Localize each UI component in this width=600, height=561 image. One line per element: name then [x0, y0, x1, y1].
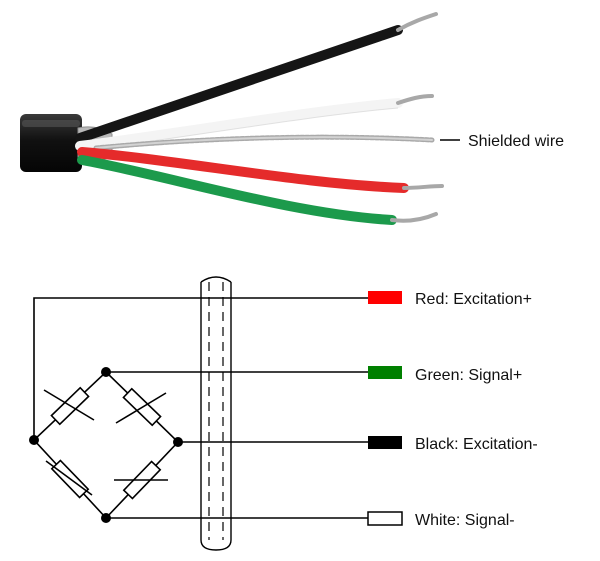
shield-cylinder-outline: [200, 282, 232, 551]
wire-green-tip: [390, 212, 438, 223]
wire-legend: Red: Excitation+ Green: Signal+ Black: E…: [367, 291, 538, 529]
legend-label-white: White: Signal-: [415, 512, 515, 529]
legend-swatch-black: [368, 436, 402, 449]
bridge-diamond: [32, 370, 180, 520]
junction-left: [29, 435, 39, 445]
resistor-top-left: [43, 386, 95, 426]
wire-black: [75, 25, 403, 143]
shield-cylinder-top: [200, 276, 232, 283]
wire-excitation-plus: [33, 297, 368, 440]
resistor-bottom-right: [114, 460, 168, 500]
cable-photo: Shielded wire: [20, 12, 564, 225]
wire-red: [77, 147, 409, 193]
legend-label-green: Green: Signal+: [415, 367, 522, 384]
junction-right: [173, 437, 183, 447]
wire-green: [77, 155, 397, 225]
shield-callout-text: Shielded wire: [468, 133, 564, 150]
legend-swatch-white: [367, 511, 403, 526]
wire-red-tip: [402, 184, 444, 190]
wire-black-tip: [396, 12, 438, 32]
cable-jacket: [20, 114, 82, 172]
wire-white: [75, 98, 403, 151]
schematic: [32, 276, 368, 551]
resistor-bottom-left: [45, 459, 93, 499]
wire-shield-core: [95, 136, 433, 149]
legend-label-red: Red: Excitation+: [415, 291, 532, 308]
wire-white-tip: [396, 94, 434, 105]
cable-jacket-highlight: [22, 120, 80, 127]
junction-top: [101, 367, 111, 377]
legend-swatch-red: [368, 291, 402, 304]
junction-bottom: [101, 513, 111, 523]
resistor-top-right: [115, 387, 167, 427]
legend-swatch-green: [368, 366, 402, 379]
junctions: [29, 367, 183, 523]
legend-label-black: Black: Excitation-: [415, 436, 538, 453]
